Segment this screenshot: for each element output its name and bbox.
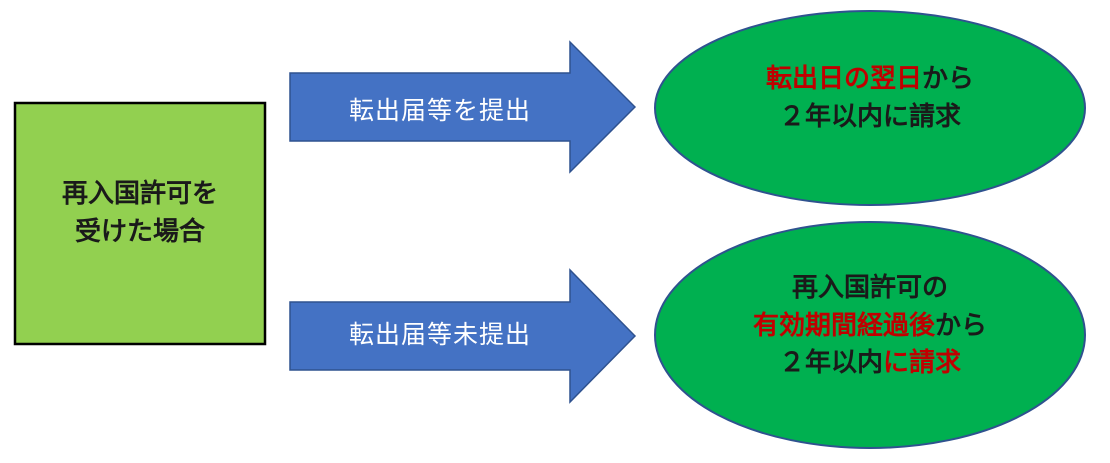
outcome-not-submitted-line-1: 再入国許可の [791,273,948,303]
outcome-submitted-date-highlight: 転出日の翌日 [765,64,922,94]
outcome-not-submitted-line-3: ２年以内に請求 [655,345,1085,383]
outcome-submitted-from: から [922,64,975,94]
outcome-submitted-line-1: 転出日の翌日から [655,61,1085,99]
source-box-text: 再入国許可を 受けた場合 [14,176,266,251]
outcome-not-submitted-period: ２年以内 [778,348,883,379]
outcome-submitted-text: 転出日の翌日から ２年以内に請求 [655,61,1085,136]
outcome-not-submitted-from: から [935,310,988,341]
outcome-not-submitted-expiry-highlight: 有効期間経過後 [752,310,935,341]
source-box [13,101,267,346]
arrow-submitted [289,40,637,174]
arrow-submitted-label: 転出届等を提出 [348,96,531,125]
outcome-not-submitted-text: 再入国許可の 有効期間経過後から ２年以内に請求 [655,270,1085,383]
outcome-not-submitted-claim-highlight: に請求 [883,348,962,379]
outcome-ellipse-not-submitted [654,221,1086,449]
arrow-not-submitted [289,268,637,404]
outcome-not-submitted-line-2: 有効期間経過後から [655,308,1085,346]
source-box-line-2: 受けた場合 [74,216,205,247]
outcome-ellipse-submitted [654,10,1086,206]
arrow-not-submitted-label: 転出届等未提出 [348,320,531,349]
outcome-submitted-line-2: ２年以内に請求 [778,101,961,132]
source-box-line-1: 再入国許可を [61,179,218,209]
